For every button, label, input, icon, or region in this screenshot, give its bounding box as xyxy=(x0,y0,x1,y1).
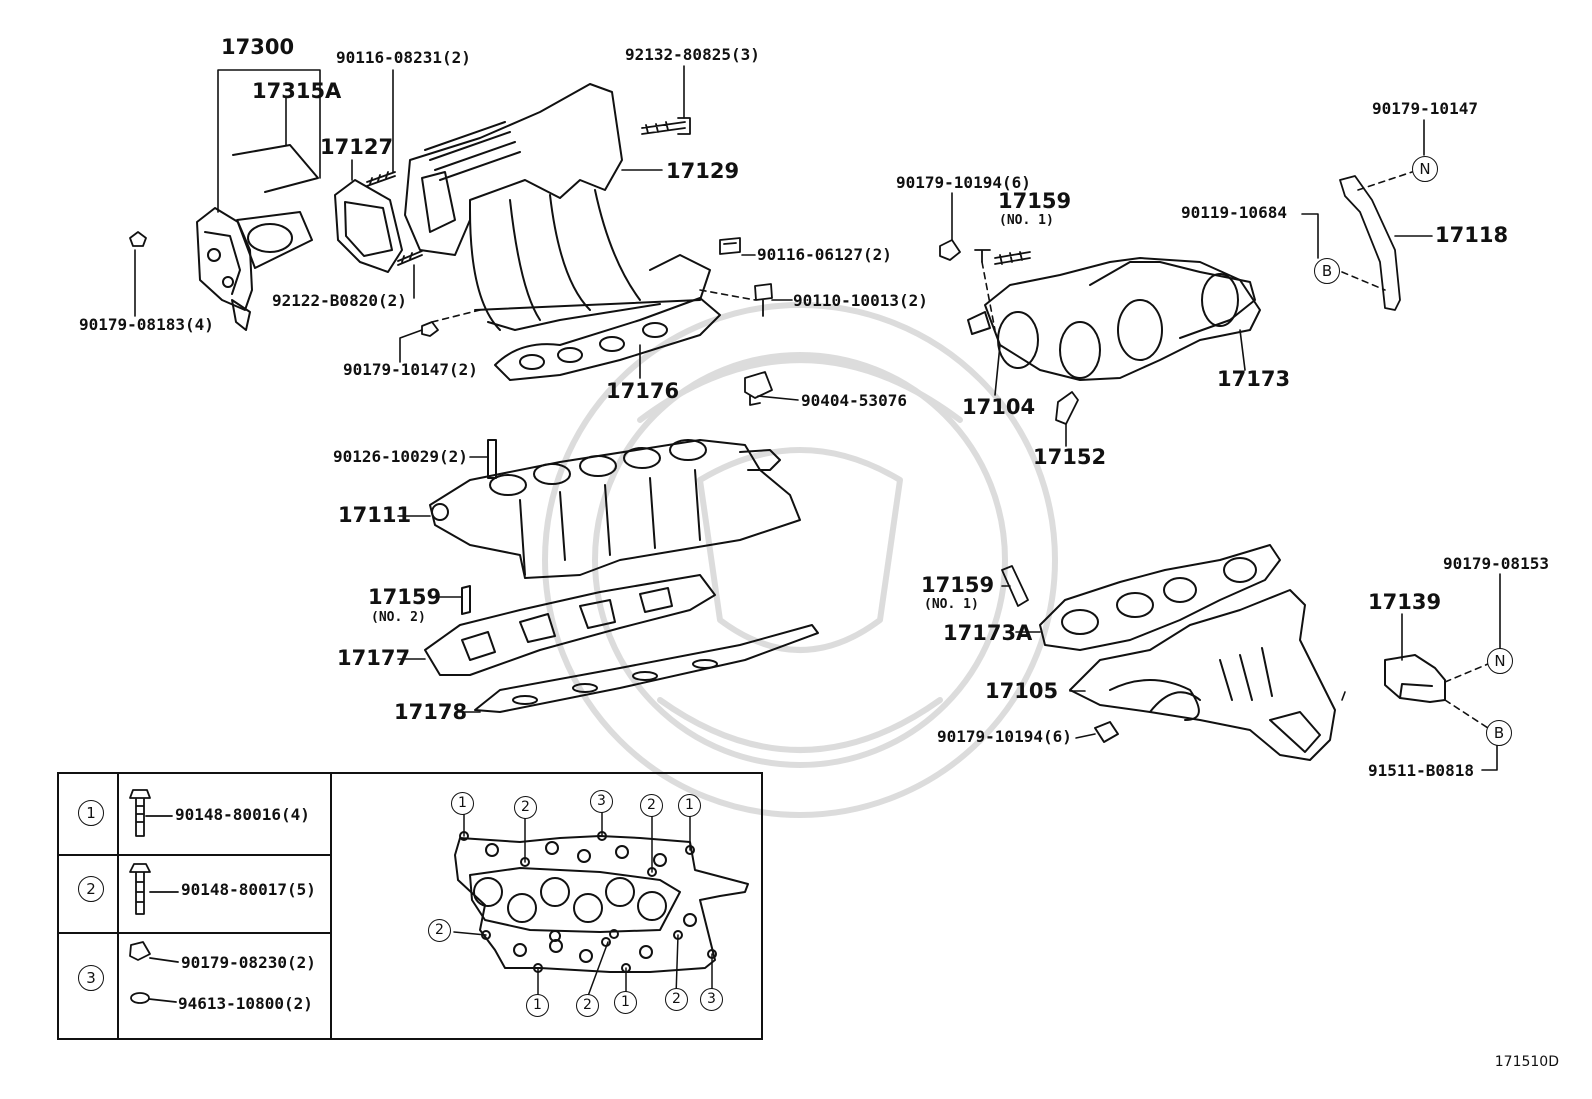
flange-callout-bottom-1: 1 xyxy=(526,994,549,1017)
key-part-90148-80017: 90148-80017(5) xyxy=(181,880,316,899)
label-17104: 17104 xyxy=(962,395,1036,419)
diagram-code: 171510D xyxy=(1494,1054,1559,1070)
throttle-gasket-17315A xyxy=(232,144,319,269)
fasteners-exhaust-top xyxy=(939,175,1401,425)
flange-callout-bottom-2: 2 xyxy=(576,994,599,1017)
fasteners-exhaust-lower xyxy=(1001,565,1029,607)
label-17118: 17118 xyxy=(1435,223,1509,247)
exhaust-gasket-17173 xyxy=(1089,261,1256,339)
label-17178: 17178 xyxy=(394,700,468,724)
label-17177: 17177 xyxy=(337,646,411,670)
flange-callout-top-5: 1 xyxy=(678,794,701,817)
key-row-divider-2 xyxy=(59,932,332,934)
flange-callout-top-3: 3 xyxy=(590,790,613,813)
label-17127: 17127 xyxy=(320,135,394,159)
label-90116-08231: 90116-08231(2) xyxy=(336,48,471,67)
label-90179-10147: 90179-10147 xyxy=(1372,99,1478,118)
gasket-17127 xyxy=(334,179,403,273)
throttle-body-17300 xyxy=(196,207,253,331)
label-90179-10194-lower: 90179-10194(6) xyxy=(937,727,1072,746)
marker-n-top: N xyxy=(1412,156,1438,182)
label-90119-10684: 90119-10684 xyxy=(1181,203,1287,222)
label-17159-no2: 17159 xyxy=(368,585,442,609)
label-17159-no1-lower: 17159 xyxy=(921,573,995,597)
label-17152: 17152 xyxy=(1033,445,1107,469)
plenum-gasket-17176 xyxy=(494,297,721,381)
label-17173: 17173 xyxy=(1217,367,1291,391)
key-flange-drawing xyxy=(454,831,749,973)
key-symbol-1: 1 xyxy=(78,800,104,826)
gasket-17177 xyxy=(424,574,716,676)
marker-b-top: B xyxy=(1314,258,1340,284)
label-17105: 17105 xyxy=(985,679,1059,703)
key-symbol-2: 2 xyxy=(78,876,104,902)
label-90126-10029: 90126-10029(2) xyxy=(333,447,468,466)
leaders-exhaust-lower xyxy=(1001,573,1501,771)
label-17159-no1-top: 17159 xyxy=(998,189,1072,213)
label-17129: 17129 xyxy=(666,159,740,183)
label-90404-53076: 90404-53076 xyxy=(801,391,907,410)
key-part-94613-10800: 94613-10800(2) xyxy=(178,994,313,1013)
flange-callout-left: 2 xyxy=(428,919,451,942)
label-90179-10147-2: 90179-10147(2) xyxy=(343,360,478,379)
leaders-top-left xyxy=(134,65,799,401)
key-divider-1 xyxy=(117,774,119,1038)
leaders-middle xyxy=(397,456,489,713)
exhaust-manifold-17105 xyxy=(1069,589,1336,761)
key-part-90148-80016: 90148-80016(4) xyxy=(175,805,310,824)
flange-callout-top-4: 2 xyxy=(640,794,663,817)
key-fastener-icons xyxy=(129,789,179,1004)
label-92132-80825: 92132-80825(3) xyxy=(625,45,760,64)
label-17111: 17111 xyxy=(338,503,412,527)
label-17159-no1-lower-sub: (NO. 1) xyxy=(924,597,979,612)
gasket-17178 xyxy=(474,624,819,713)
flange-callout-bottom-3: 1 xyxy=(614,991,637,1014)
label-17315A: 17315A xyxy=(252,79,342,103)
flange-callout-top-1: 1 xyxy=(451,792,474,815)
label-90179-10194-top: 90179-10194(6) xyxy=(896,173,1031,192)
marker-n-bottom: N xyxy=(1487,648,1513,674)
flange-callout-bottom-4: 2 xyxy=(665,988,688,1011)
fasteners-top-left xyxy=(129,117,773,406)
exhaust-gasket-17173A xyxy=(1039,544,1281,651)
label-17173A: 17173A xyxy=(943,621,1033,645)
marker-b-bottom: B xyxy=(1486,720,1512,746)
flange-callout-bottom-5: 3 xyxy=(700,988,723,1011)
key-divider-2 xyxy=(330,774,332,1038)
label-92122-B0820: 92122-B0820(2) xyxy=(272,291,407,310)
label-17159-no2-sub: (NO. 2) xyxy=(371,610,426,625)
key-part-90179-08230: 90179-08230(2) xyxy=(181,953,316,972)
label-91511-B0818: 91511-B0818 xyxy=(1368,761,1474,780)
heat-insulator-17139 xyxy=(1384,654,1446,703)
label-90110-10013: 90110-10013(2) xyxy=(793,291,928,310)
label-90179-08153: 90179-08153 xyxy=(1443,554,1549,573)
key-flange-leaders xyxy=(453,811,713,997)
fastener-key-table xyxy=(57,772,763,1040)
leaders-exhaust-top xyxy=(951,119,1433,447)
label-17300: 17300 xyxy=(221,35,295,59)
label-17176: 17176 xyxy=(606,379,680,403)
label-90179-08183: 90179-08183(4) xyxy=(79,315,214,334)
watermark-emblem xyxy=(542,302,1058,818)
label-17139: 17139 xyxy=(1368,590,1442,614)
exhaust-manifold-17104 xyxy=(967,257,1261,381)
key-row-divider-1 xyxy=(59,854,332,856)
flange-callout-top-2: 2 xyxy=(514,796,537,819)
label-17159-no1-top-sub: (NO. 1) xyxy=(999,213,1054,228)
intake-plenum-17129 xyxy=(404,83,711,331)
key-symbol-3: 3 xyxy=(78,965,104,991)
label-90116-06127: 90116-06127(2) xyxy=(757,245,892,264)
intake-manifold-17111 xyxy=(429,439,801,579)
